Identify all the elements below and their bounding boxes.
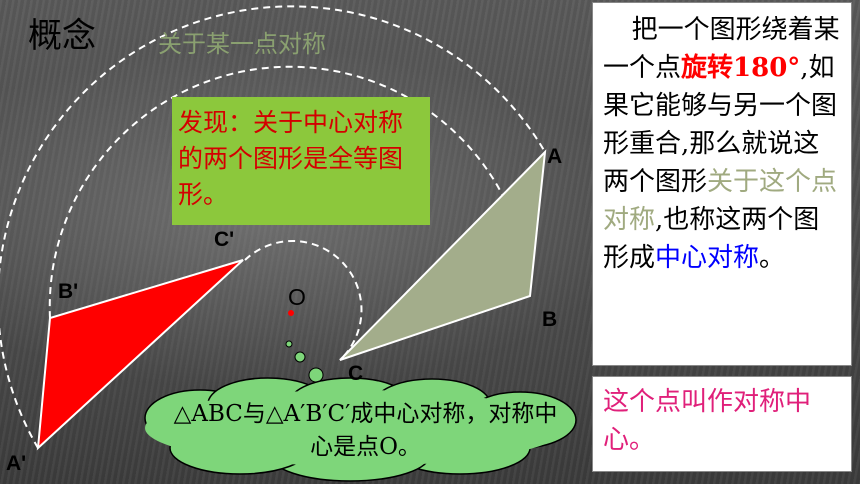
label-c: C (348, 362, 364, 385)
rotation-arc-inner (244, 240, 363, 361)
definition-part3: ,也称这两个图形成 (603, 205, 820, 273)
thought-cloud (144, 377, 577, 482)
definition-rotate: 旋转180° (681, 53, 801, 83)
definition-part2: ,如果它能够与另一个图形重合,那么就说这两个图形 (603, 53, 838, 197)
label-o: O (288, 284, 306, 310)
cloud-bubble-small (285, 340, 293, 348)
cloud-bubble-medium (294, 351, 306, 363)
label-a-prime: A' (6, 452, 27, 475)
page-title: 概念 (28, 16, 96, 56)
label-b: B (542, 308, 558, 331)
cloud-text: △ABC与△A′B′C′成中心对称，对称中心是点O。 (173, 401, 558, 460)
triangle-abc (339, 149, 547, 361)
rotation-arc-outer (0, 5, 546, 449)
triangle-a-prime-b-prime-c-prime (36, 259, 244, 451)
label-a: A (547, 145, 563, 168)
definition-part1: 把一个图形绕着某一个点 (603, 15, 840, 83)
cloud-bubble-large (308, 367, 324, 383)
label-c-prime: C' (214, 228, 235, 251)
definition-part4: 。 (759, 243, 786, 273)
definition-center-sym: 中心对称 (655, 243, 760, 273)
discovery-box: 发现：关于中心对称的两个图形是全等图形。 (172, 97, 430, 225)
center-point-o (288, 310, 294, 316)
definition-about-point: 关于这个点对称 (603, 167, 838, 235)
center-note-box: 这个点叫作对称中心。 (592, 376, 852, 472)
label-b-prime: B' (58, 280, 79, 303)
rotation-arc-middle (48, 65, 531, 319)
page-subtitle: 关于某一点对称 (158, 30, 326, 58)
definition-box: 把一个图形绕着某一个点旋转180°,如果它能够与另一个图形重合,那么就说这两个图… (592, 2, 852, 366)
